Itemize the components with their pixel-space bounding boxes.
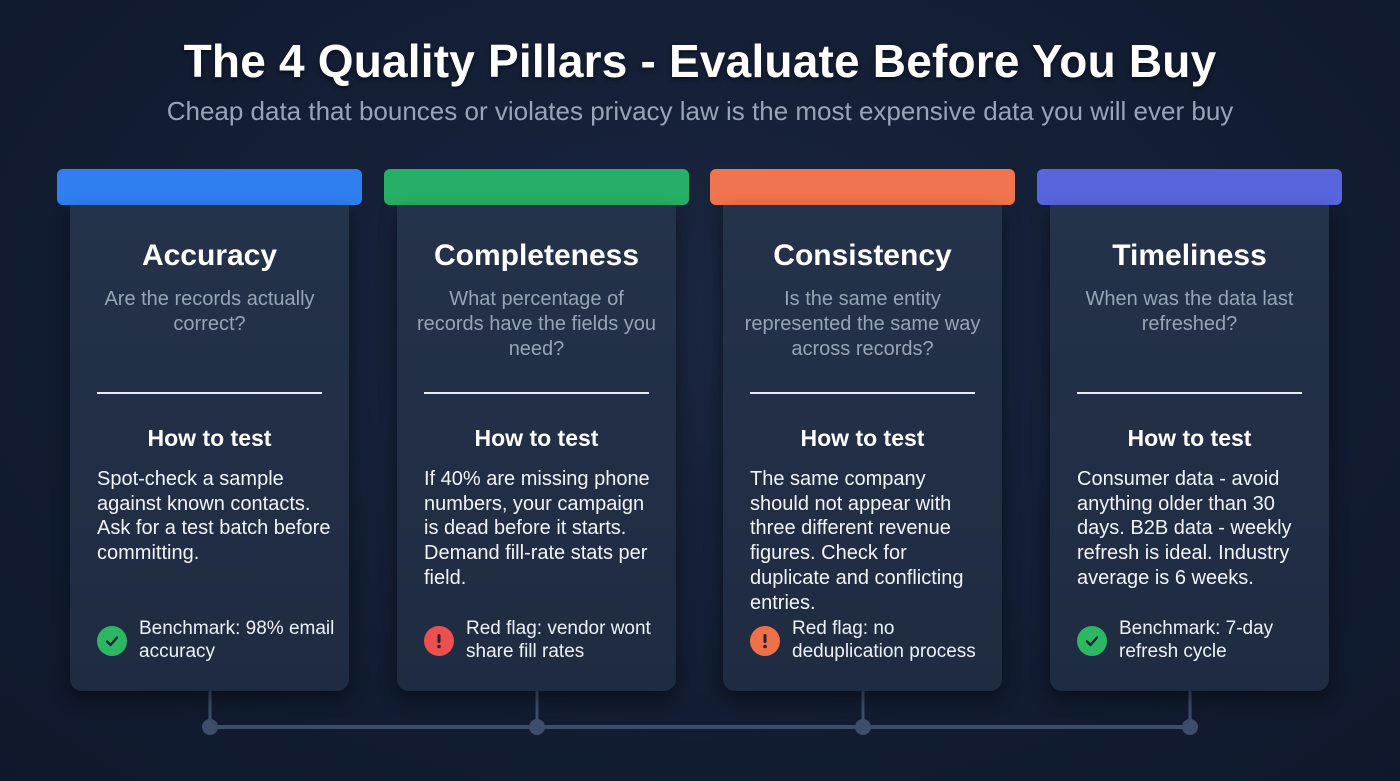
pillar-question: Are the records actually correct? (104, 288, 315, 335)
page-title: The 4 Quality Pillars - Evaluate Before … (183, 35, 1217, 87)
how-to-test-heading: How to test (800, 425, 925, 451)
divider (750, 392, 975, 394)
check-circle-icon (97, 626, 127, 656)
divider (424, 392, 649, 394)
red-flag-note: Red flag: no deduplication process (750, 617, 995, 663)
divider (1077, 392, 1302, 394)
completeness-color-bar (384, 169, 689, 205)
pillar-question: When was the data last refreshed? (1085, 288, 1294, 335)
pillar-question: What percentage of records have the fiel… (416, 288, 657, 360)
benchmark-text: Benchmark: 98% email accuracy (139, 618, 335, 662)
pillar-question: Is the same entity represented the same … (744, 288, 981, 360)
pillar-accuracy: Accuracy Are the records actually correc… (57, 169, 362, 691)
accuracy-color-bar (57, 169, 362, 205)
pillar-name: Accuracy (141, 239, 278, 272)
how-to-test-body: The same company should not appear with … (750, 468, 964, 614)
divider (97, 392, 322, 394)
completeness-card: Completeness What percentage of records … (397, 205, 676, 691)
how-to-test-heading: How to test (147, 425, 272, 451)
how-to-test-body: If 40% are missing phone numbers, your c… (424, 468, 650, 589)
how-to-test-body: Consumer data - avoid anything older tha… (1077, 468, 1292, 589)
pillar-name: Timeliness (1112, 239, 1267, 272)
alert-circle-icon (424, 626, 454, 656)
red-flag-note: Red flag: vendor wont share fill rates (424, 617, 669, 663)
timeliness-color-bar (1037, 169, 1342, 205)
how-to-test-heading: How to test (474, 425, 599, 451)
check-circle-icon (1077, 626, 1107, 656)
pillar-completeness: Completeness What percentage of records … (384, 169, 689, 691)
consistency-card: Consistency Is the same entity represent… (723, 205, 1002, 691)
pillar-name: Consistency (773, 239, 952, 272)
consistency-color-bar (710, 169, 1015, 205)
timeliness-card: Timeliness When was the data last refres… (1050, 205, 1329, 691)
pillar-timeliness: Timeliness When was the data last refres… (1037, 169, 1342, 691)
red-flag-text: Red flag: vendor wont share fill rates (466, 618, 651, 662)
pillar-name: Completeness (433, 239, 640, 272)
how-to-test-heading: How to test (1127, 425, 1252, 451)
accuracy-card: Accuracy Are the records actually correc… (70, 205, 349, 691)
pillar-consistency: Consistency Is the same entity represent… (710, 169, 1015, 691)
how-to-test-body: Spot-check a sample against known contac… (97, 468, 331, 565)
page-subtitle: Cheap data that bounces or violates priv… (166, 96, 1234, 126)
benchmark-note: Benchmark: 7-day refresh cycle (1077, 617, 1322, 663)
red-flag-text: Red flag: no deduplication process (792, 618, 976, 662)
alert-circle-icon (750, 626, 780, 656)
benchmark-note: Benchmark: 98% email accuracy (97, 617, 342, 663)
benchmark-text: Benchmark: 7-day refresh cycle (1119, 618, 1274, 662)
